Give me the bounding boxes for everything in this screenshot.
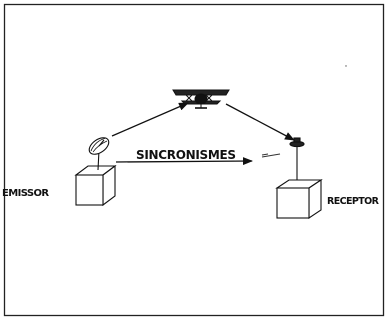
- speck: [345, 65, 346, 66]
- arrow-emissor-to-aircraft: [112, 103, 188, 136]
- dish-antenna-icon: [86, 134, 111, 170]
- emissor-label: EMISSOR: [2, 188, 48, 199]
- rotating-antenna-icon: [290, 138, 304, 180]
- receptor-box: [277, 180, 321, 218]
- arrow-aircraft-to-receptor: [226, 104, 294, 140]
- sincronismes-label: SINCRONISMES: [136, 148, 236, 162]
- emissor-box: [76, 166, 115, 205]
- signal-mark: [262, 154, 280, 157]
- receptor-label: RECEPTOR: [327, 196, 378, 207]
